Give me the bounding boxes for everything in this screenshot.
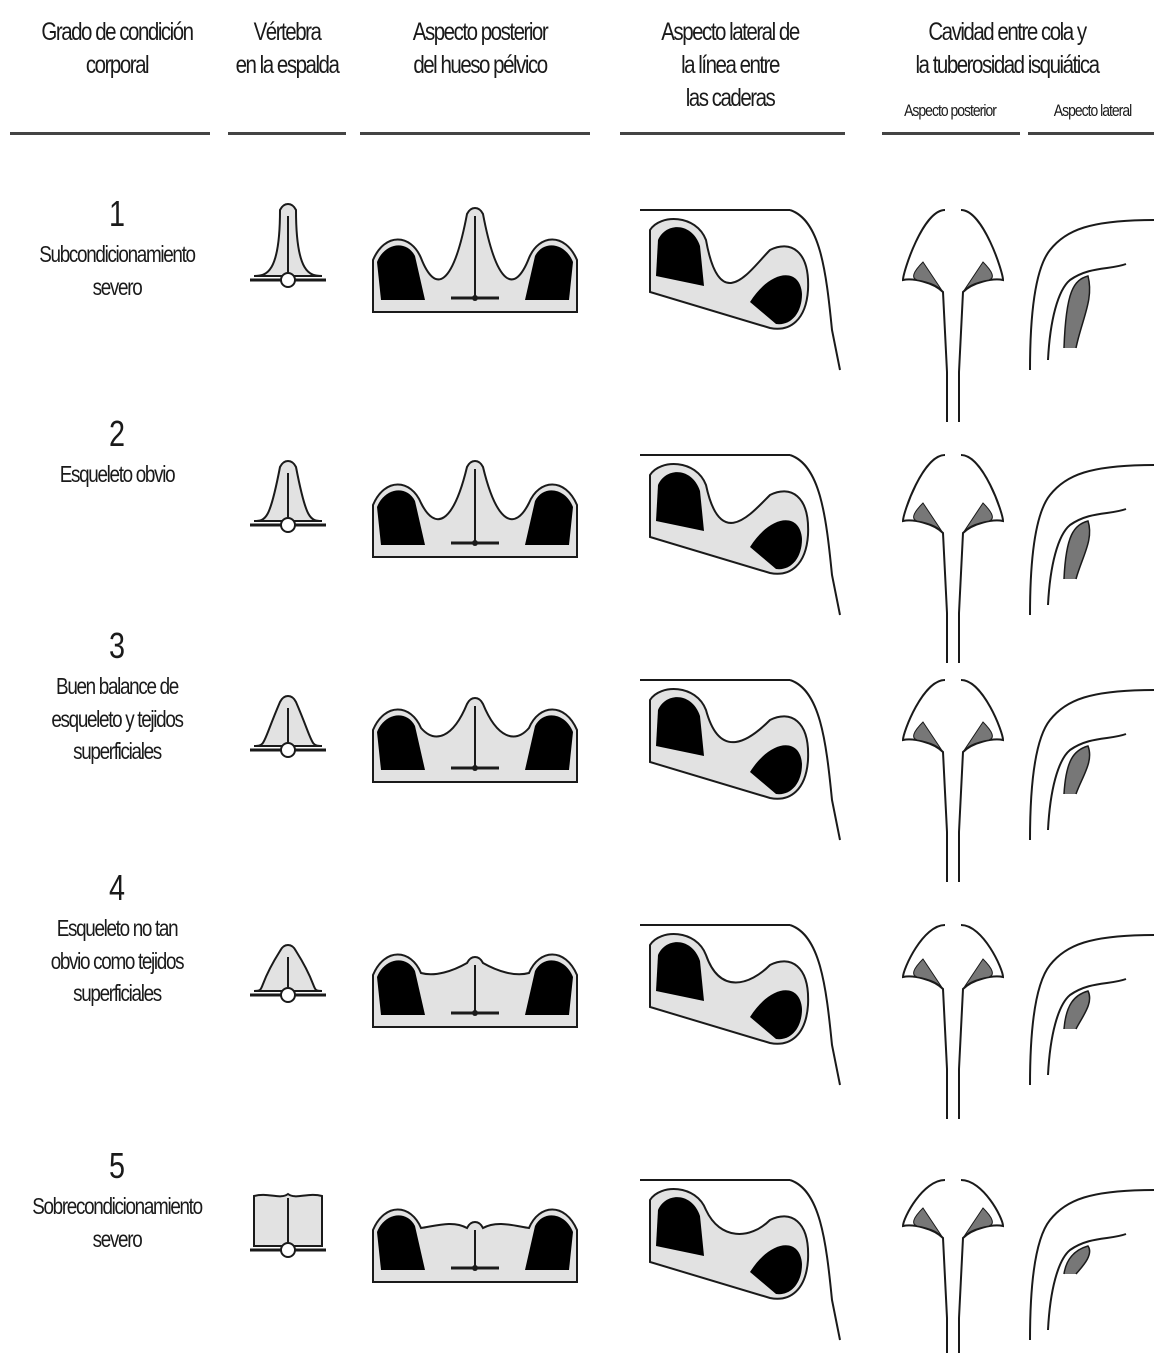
- vertebra-node: [281, 743, 295, 757]
- vertebra-node: [281, 518, 295, 532]
- vertebra-illustration: [250, 204, 326, 287]
- pelvic-node: [472, 765, 478, 771]
- condition-row-3: [250, 680, 1154, 882]
- lateral-hip-illustration: [640, 455, 840, 615]
- vertebra-node: [281, 1243, 295, 1257]
- pelvic-illustration: [373, 955, 577, 1028]
- lateral-hip-illustration: [640, 925, 840, 1085]
- vertebra-illustration: [250, 461, 326, 532]
- cavity-lateral-illustration: [1030, 1190, 1154, 1340]
- pelvic-illustration: [373, 208, 577, 312]
- tailhead-cavity-left: [914, 262, 943, 292]
- condition-row-4: [250, 925, 1154, 1119]
- tailhead-cavity-right: [963, 503, 992, 533]
- pelvic-illustration: [373, 698, 577, 782]
- lateral-hip-illustration: [640, 1180, 840, 1340]
- lateral-hip-illustration: [640, 680, 840, 840]
- tailhead-cavity-left: [914, 1208, 943, 1238]
- tailhead-right-edge: [959, 1180, 1003, 1353]
- tailhead-cavity-left: [914, 959, 943, 989]
- tailhead-right-edge: [959, 925, 1003, 1119]
- lateral-cavity-shading: [1064, 521, 1090, 579]
- tailhead-cavity-right: [963, 1208, 992, 1238]
- tailhead-left-edge: [903, 1180, 947, 1353]
- cavity-lateral-illustration: [1030, 935, 1154, 1085]
- vertebra-node: [281, 273, 295, 287]
- tailhead-right-edge: [959, 680, 1003, 882]
- pelvic-node: [472, 540, 478, 546]
- cavity-posterior-illustration: [903, 925, 1003, 1119]
- condition-row-5: [250, 1180, 1154, 1353]
- cavity-lateral-illustration: [1030, 465, 1154, 615]
- condition-row-1: [250, 204, 1154, 422]
- tailhead-cavity-right: [963, 262, 992, 292]
- pelvic-node: [472, 1010, 478, 1016]
- tailhead-right-edge: [959, 455, 1003, 663]
- cavity-posterior-illustration: [903, 455, 1003, 663]
- lateral-cavity-shading: [1064, 1246, 1090, 1274]
- tailhead-cavity-right: [963, 722, 992, 752]
- pelvic-illustration: [373, 461, 577, 557]
- pelvic-node: [472, 1265, 478, 1271]
- vertebra-illustration: [250, 945, 326, 1002]
- vertebra-illustration: [250, 696, 326, 757]
- vertebra-illustration: [250, 1194, 326, 1257]
- condition-row-2: [250, 455, 1154, 663]
- pelvic-node: [472, 295, 478, 301]
- cavity-lateral-illustration: [1030, 220, 1154, 370]
- lateral-hip-illustration: [640, 210, 840, 370]
- tailhead-right-edge: [959, 210, 1003, 422]
- tailhead-cavity-left: [914, 722, 943, 752]
- pelvic-illustration: [373, 1210, 577, 1283]
- tailhead-left-edge: [903, 925, 947, 1119]
- cavity-posterior-illustration: [903, 680, 1003, 882]
- tailhead-left-edge: [903, 210, 947, 422]
- tailhead-cavity-left: [914, 503, 943, 533]
- lateral-cavity-shading: [1064, 276, 1090, 348]
- cavity-lateral-illustration: [1030, 690, 1154, 840]
- vertebra-node: [281, 988, 295, 1002]
- tailhead-cavity-right: [963, 959, 992, 989]
- cavity-posterior-illustration: [903, 1180, 1003, 1353]
- tailhead-left-edge: [903, 680, 947, 882]
- tailhead-left-edge: [903, 455, 947, 663]
- cavity-posterior-illustration: [903, 210, 1003, 422]
